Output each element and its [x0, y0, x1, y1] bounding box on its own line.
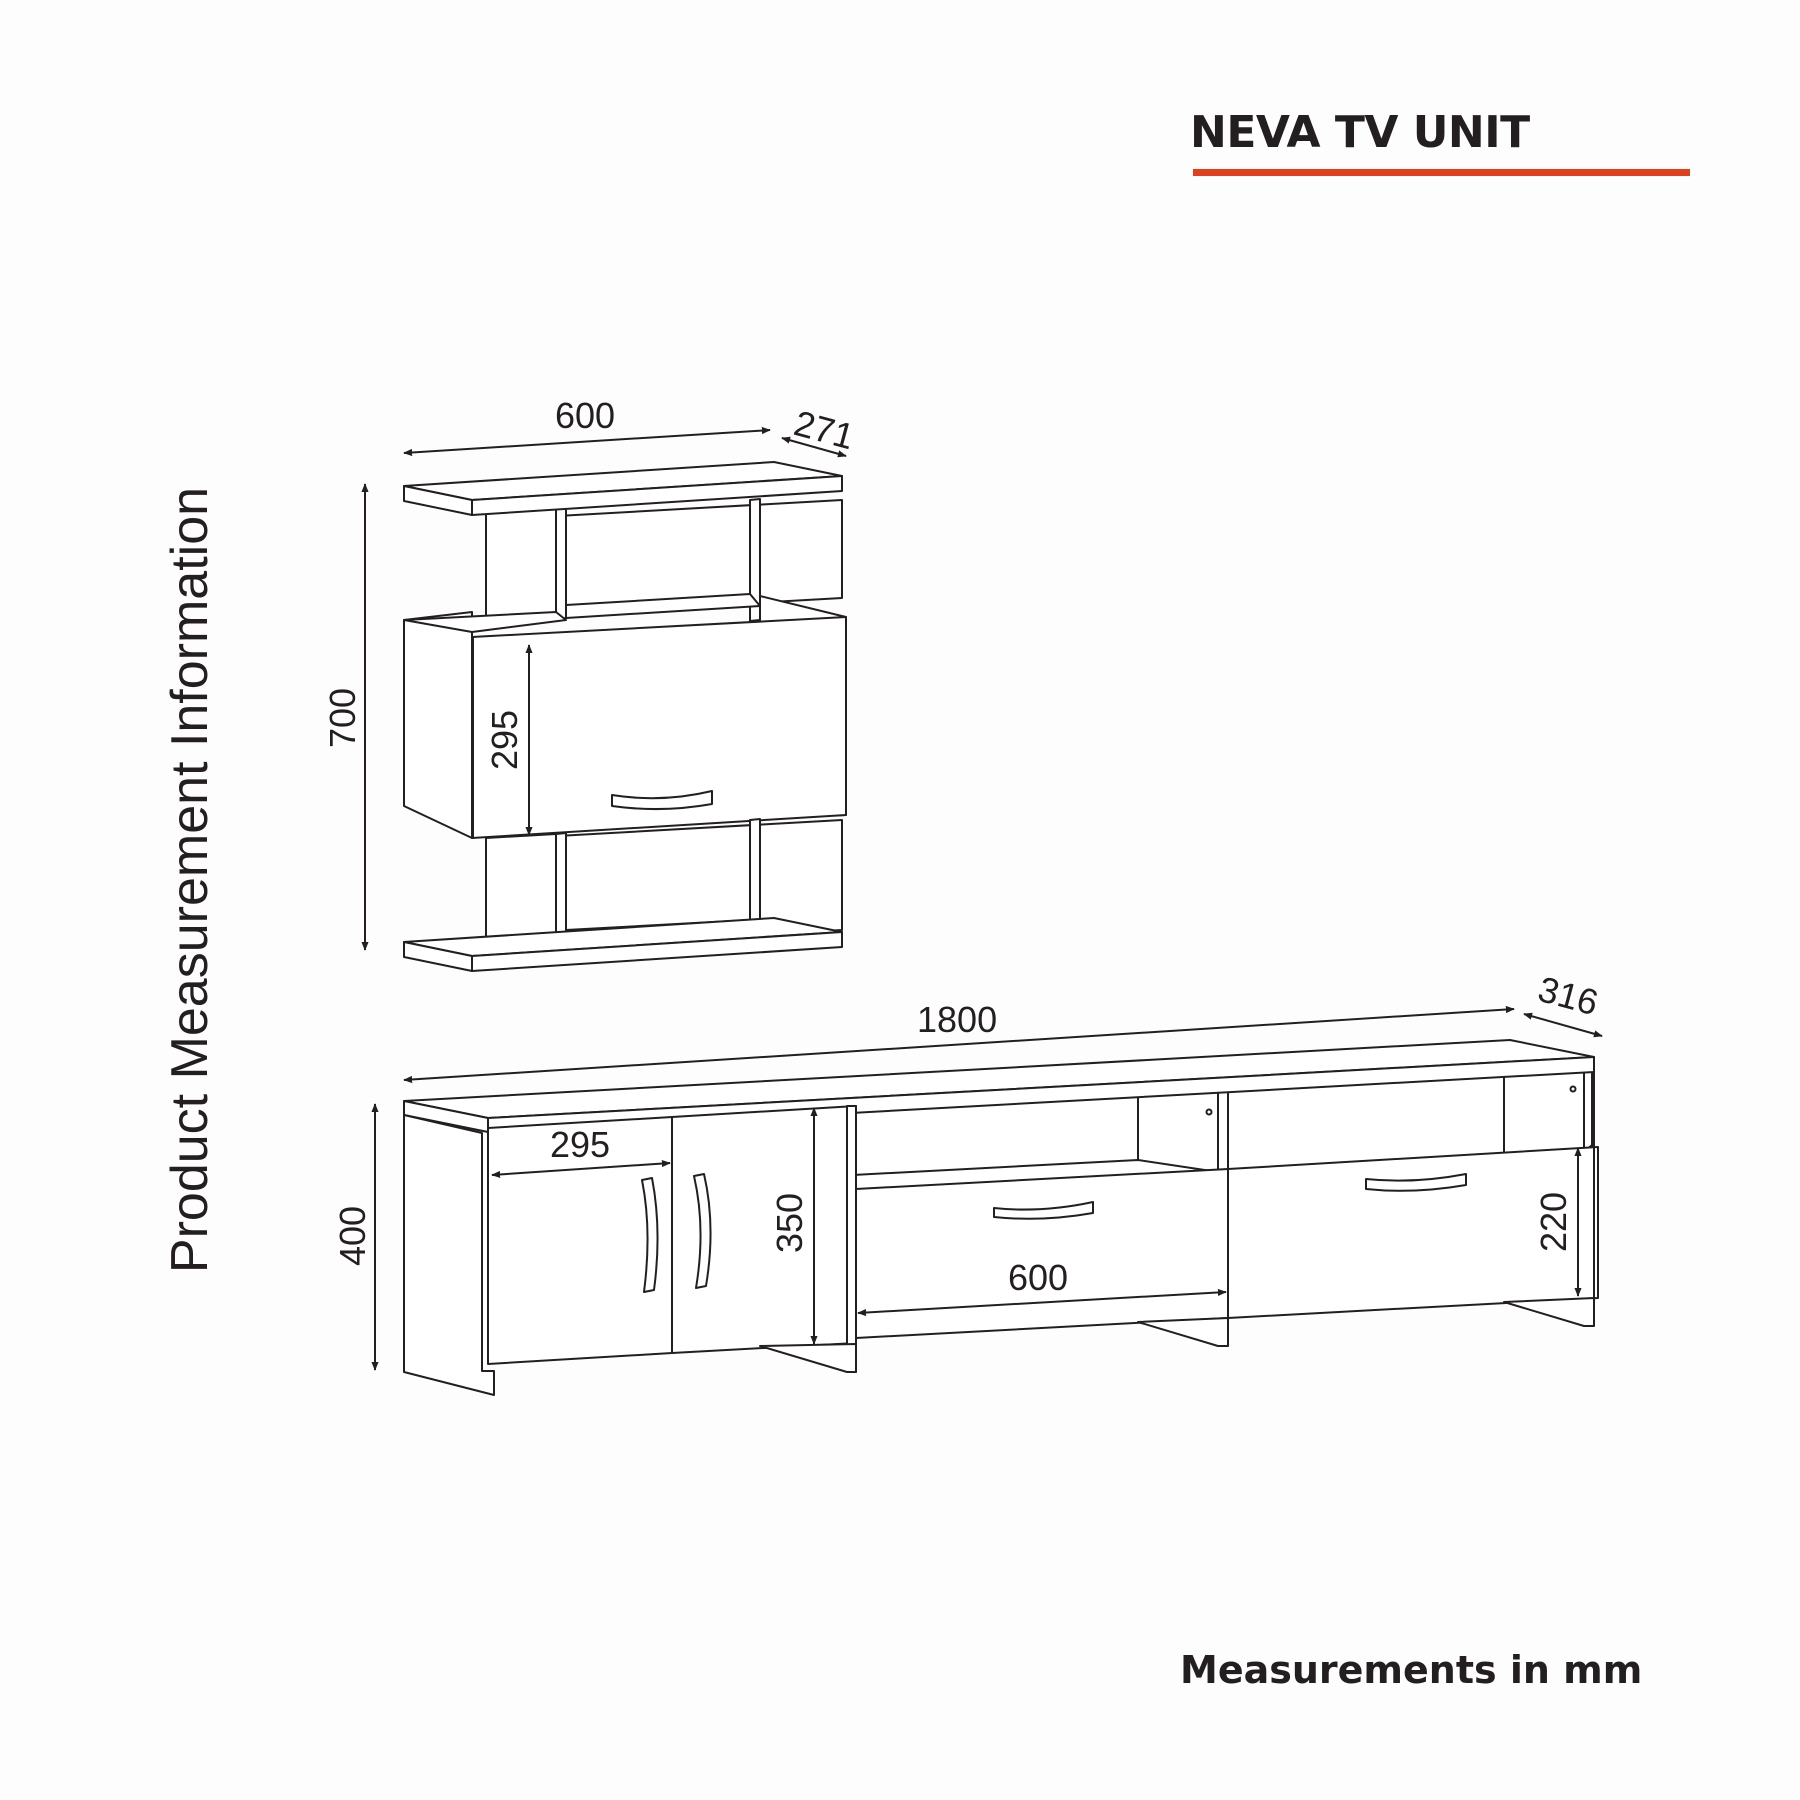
drawer-width-label: 600	[1008, 1257, 1068, 1298]
tv-stand-drawing	[403, 1039, 1599, 1396]
title-underline	[1193, 169, 1690, 176]
shelf-depth-dimension-line	[781, 436, 847, 458]
drawer-height-label: 220	[1533, 1192, 1574, 1252]
door-width-label: 295	[550, 1124, 610, 1165]
shelf-depth-label: 271	[790, 402, 859, 457]
page-title: NEVA TV UNIT	[1190, 107, 1530, 158]
stand-width-label: 1800	[917, 999, 997, 1040]
wall-shelf-drawing	[403, 461, 847, 972]
stand-height-label: 400	[332, 1206, 373, 1266]
shelf-width-dimension-line	[403, 426, 771, 457]
flap-height-label: 295	[484, 710, 525, 770]
shelf-width-label: 600	[555, 395, 615, 436]
measurement-note: Measurements in mm	[1180, 1648, 1643, 1692]
stand-depth-dimension-line	[1523, 1012, 1603, 1038]
shelf-height-label: 700	[322, 688, 363, 748]
stand-width-dimension-line	[403, 1005, 1515, 1084]
wall-shelf-dimensions: 600 271 700 295	[322, 395, 859, 951]
tv-stand-dimensions: 1800 316 400 295 350 600 220	[332, 968, 1603, 1371]
stand-depth-label: 316	[1534, 968, 1603, 1023]
cabinet-height-label: 350	[769, 1193, 810, 1253]
door-width-dimension-line	[491, 1159, 671, 1179]
drawer-width-dimension-line	[857, 1288, 1227, 1317]
